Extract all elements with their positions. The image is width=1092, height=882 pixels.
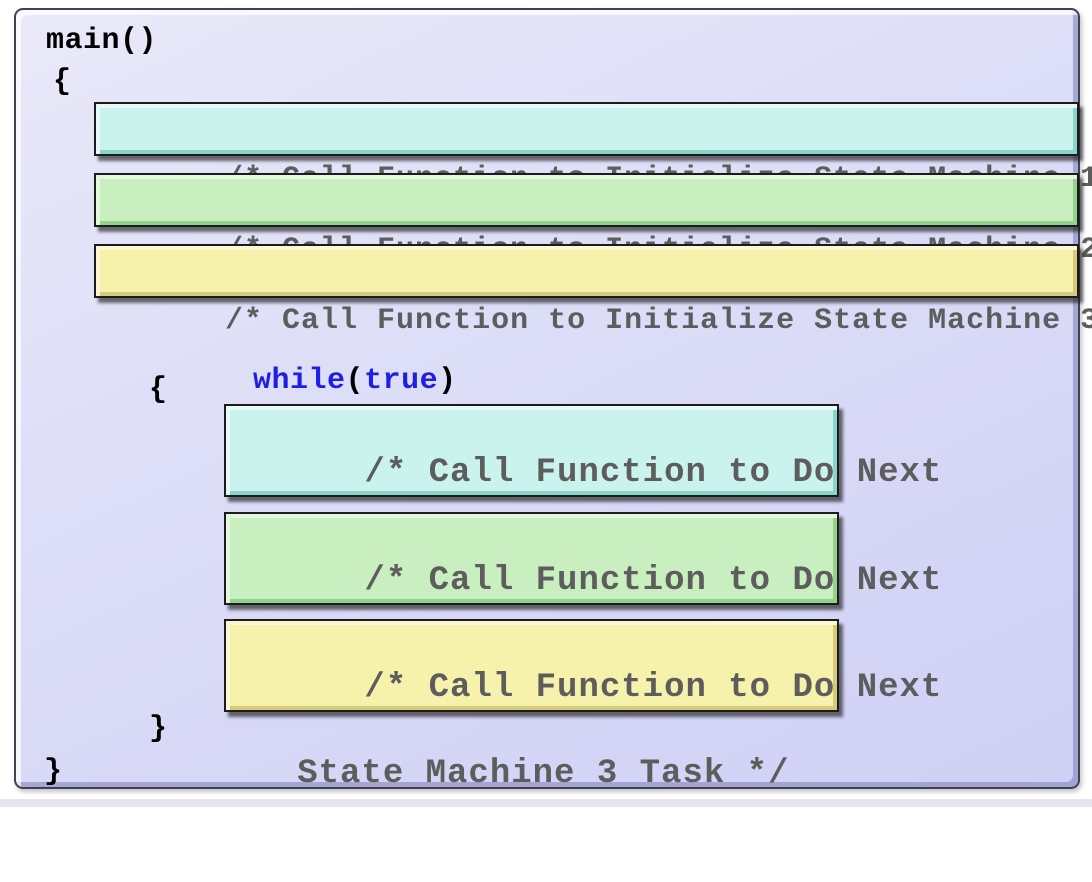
close-paren: ) — [438, 364, 457, 398]
init-state-machine-3-block: /* Call Function to Initialize State Mac… — [94, 244, 1092, 338]
open-paren: ( — [345, 364, 365, 398]
while-keyword: while — [253, 364, 346, 398]
pseudocode-diagram: main() { /* Call Function to Initialize … — [0, 8, 1092, 807]
init-comment-text: /* Call Function to Initialize State Mac… — [225, 304, 1092, 338]
main-open-brace: { — [53, 65, 72, 99]
task-comment-line1: /* Call Function to Do Next — [364, 669, 943, 707]
main-close-brace: } — [44, 755, 63, 789]
task-comment-line2: State Machine 3 Task */ — [297, 755, 790, 793]
image-bottom-edge — [0, 799, 1092, 807]
task-comment-line1: /* Call Function to Do Next — [364, 454, 943, 492]
task-state-machine-2-block: /* Call Function to Do Next State Machin… — [224, 512, 941, 686]
main-function-label: main() — [46, 24, 158, 58]
while-loop-statement: while(true) — [142, 333, 457, 429]
task-state-machine-1-block: /* Call Function to Do Next State Machin… — [224, 404, 941, 578]
while-open-brace: { — [149, 373, 168, 407]
init-state-machine-2-block: /* Call Function to Initialize State Mac… — [94, 173, 1092, 267]
main-function-panel: main() { /* Call Function to Initialize … — [14, 8, 1092, 793]
task-comment-line1: /* Call Function to Do Next — [364, 562, 943, 600]
task-state-machine-3-block: /* Call Function to Do Next State Machin… — [224, 619, 941, 793]
loop-condition: true — [364, 364, 439, 398]
init-state-machine-1-block: /* Call Function to Initialize State Mac… — [94, 102, 1092, 196]
while-close-brace: } — [149, 712, 168, 746]
